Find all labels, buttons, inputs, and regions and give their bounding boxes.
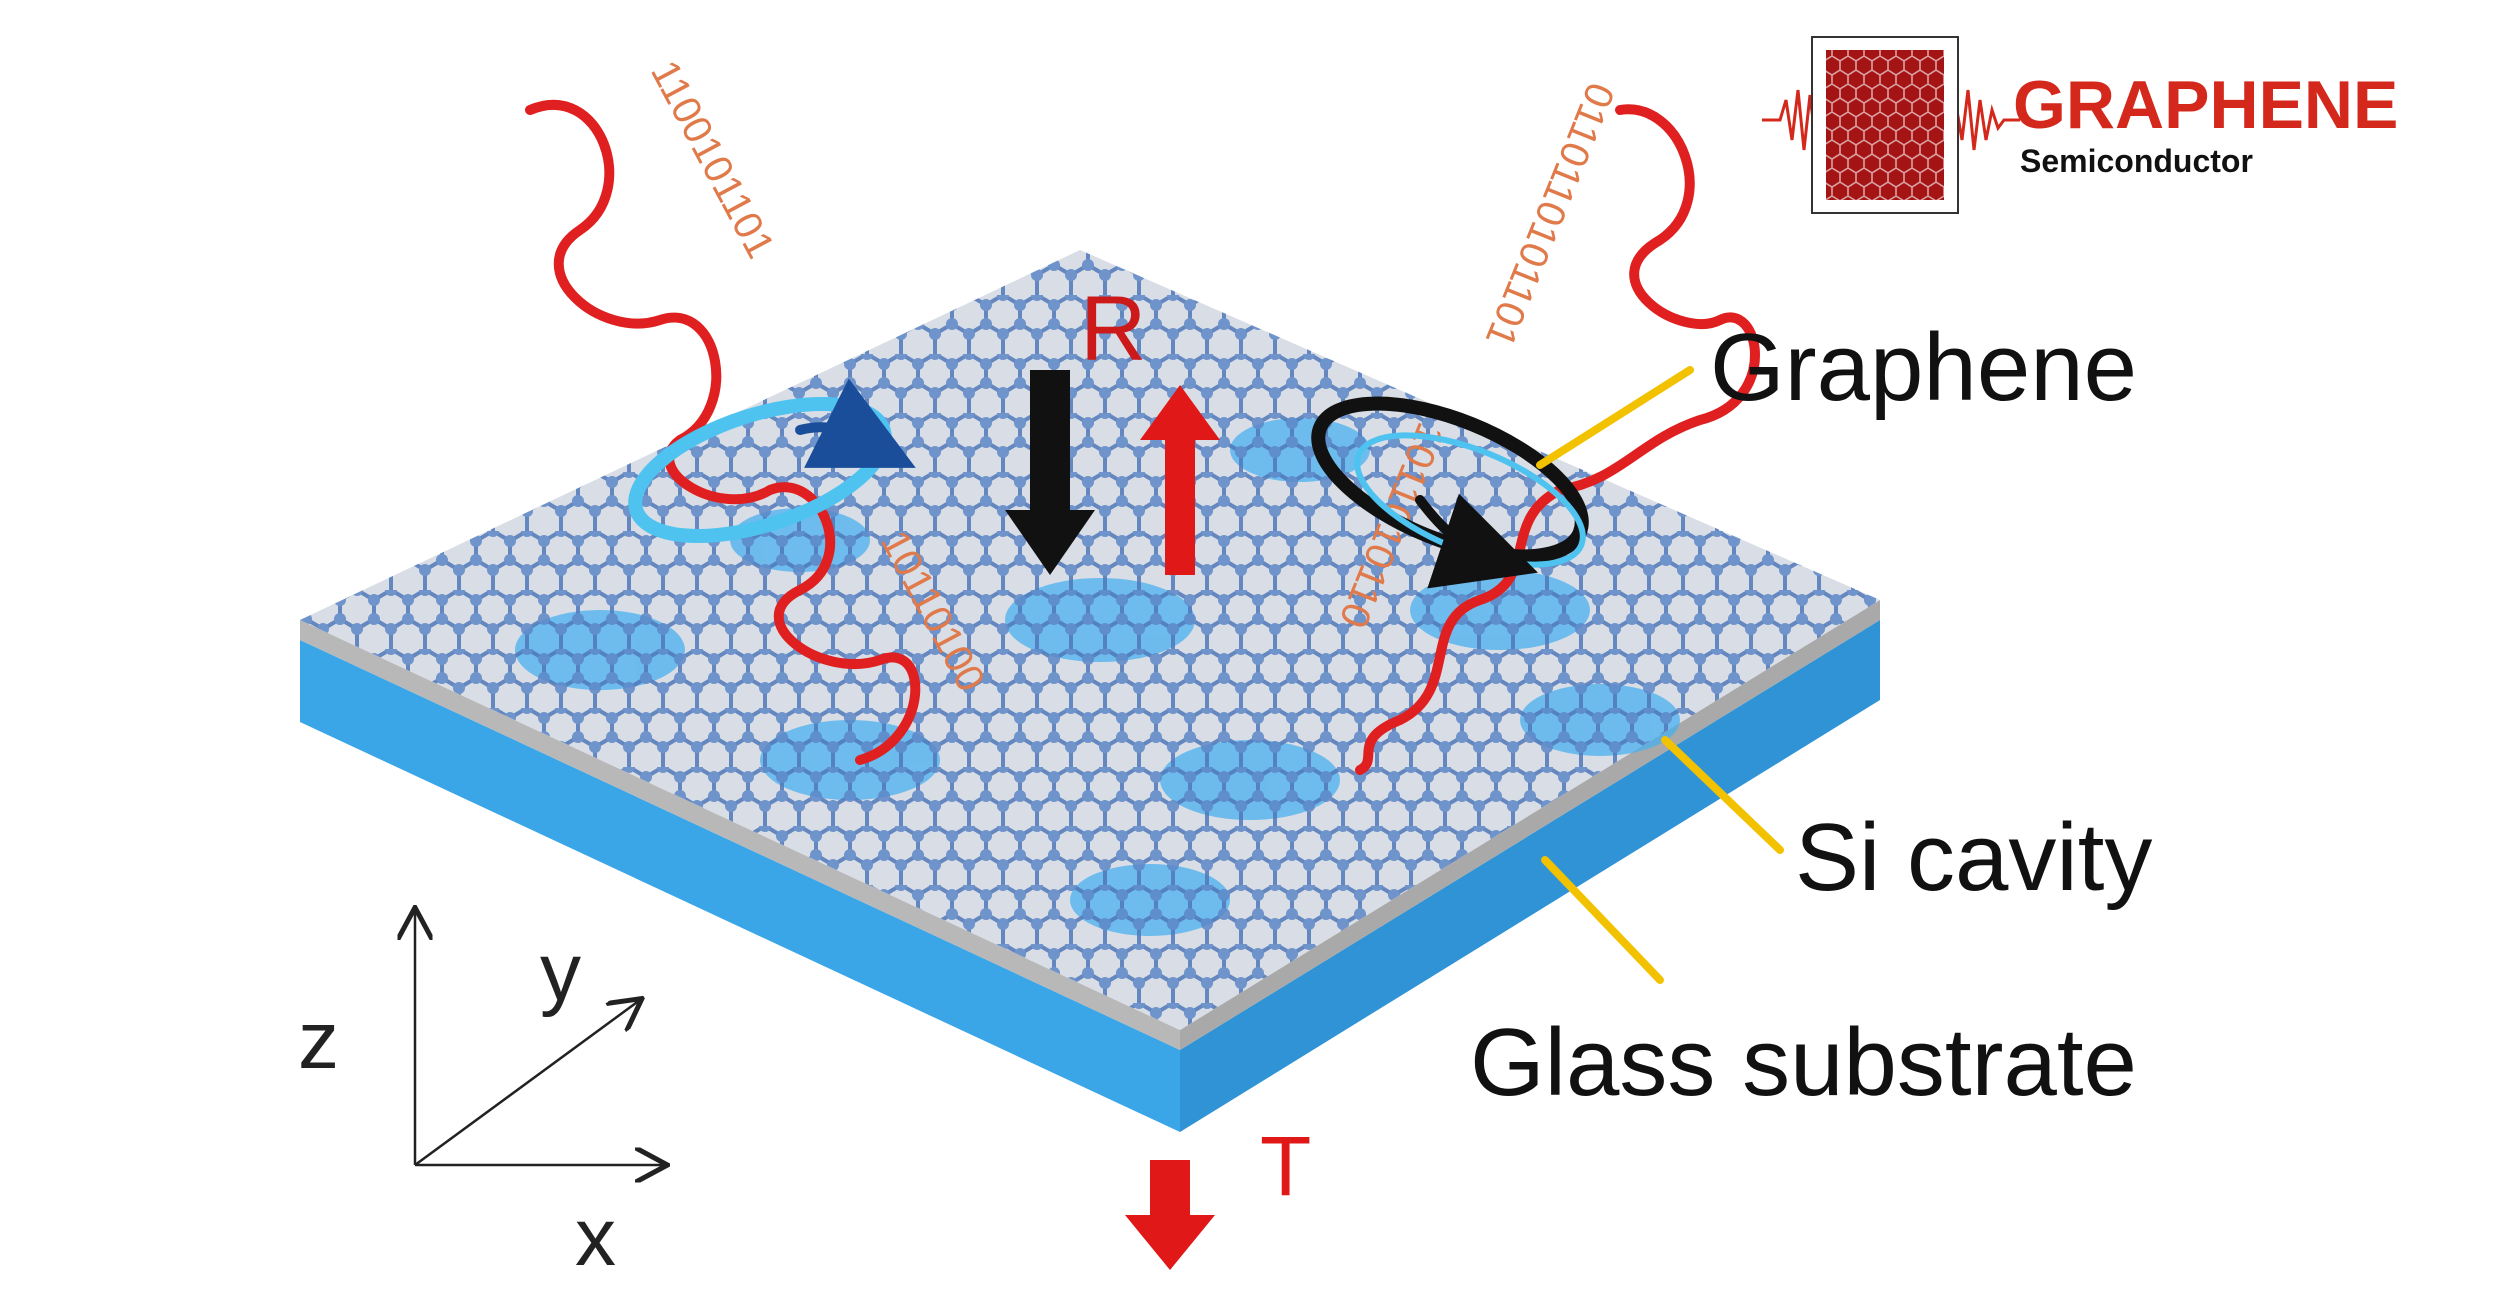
y-axis (414, 1000, 640, 1167)
spin-arrows (1005, 370, 1220, 575)
binary-left-incoming: 1100101101 (642, 54, 783, 266)
si-cavity-label: Si cavity (1795, 804, 2152, 911)
device-slab (300, 250, 1880, 1132)
coordinate-axes (415, 910, 665, 1165)
axis-labels: z y x (298, 927, 616, 1283)
red-up-arrow (1140, 385, 1220, 575)
polarization-swirls (628, 378, 1589, 589)
y-axis-label: y (540, 927, 581, 1018)
logo-hex-grid (1826, 50, 1944, 200)
glass-substrate-label: Glass substrate (1470, 1009, 2137, 1116)
x-axis-label: x (575, 1192, 616, 1283)
left-incident-wave (525, 99, 775, 505)
right-swirl-arrow (1415, 493, 1538, 589)
glass-substrate-leader (1541, 856, 1664, 984)
left-reflected-wave (765, 482, 921, 765)
z-axis-label: z (298, 995, 339, 1086)
glass-substrate-left-face (300, 640, 1180, 1132)
transmission-indicator: T (1125, 1119, 1311, 1270)
layer-labels: Graphene Si cavity Glass substrate (1470, 314, 2152, 1116)
graphene-semiconductor-logo: GRAPHENE Semiconductor (1762, 36, 2398, 214)
left-swirl-arrow (795, 378, 916, 468)
right-incident-wave (1555, 104, 1760, 495)
logo-title: GRAPHENE (2013, 67, 2398, 143)
leader-lines (1536, 366, 1784, 984)
logo-subtitle: Semiconductor (2020, 143, 2253, 179)
binary-right-incoming: 0110110101101 (1477, 77, 1623, 353)
transmission-arrow (1125, 1160, 1215, 1270)
si-cavity-left-face (300, 620, 1180, 1050)
graphene-leader (1536, 366, 1694, 469)
si-cavity-right-face (1180, 600, 1880, 1050)
glass-substrate-right-face (1180, 620, 1880, 1132)
transmission-label: T (1260, 1119, 1311, 1213)
graphene-label: Graphene (1710, 314, 2137, 421)
si-cavity-leader (1661, 736, 1784, 854)
reflection-label: R (1080, 278, 1146, 380)
black-down-arrow (1005, 370, 1095, 575)
